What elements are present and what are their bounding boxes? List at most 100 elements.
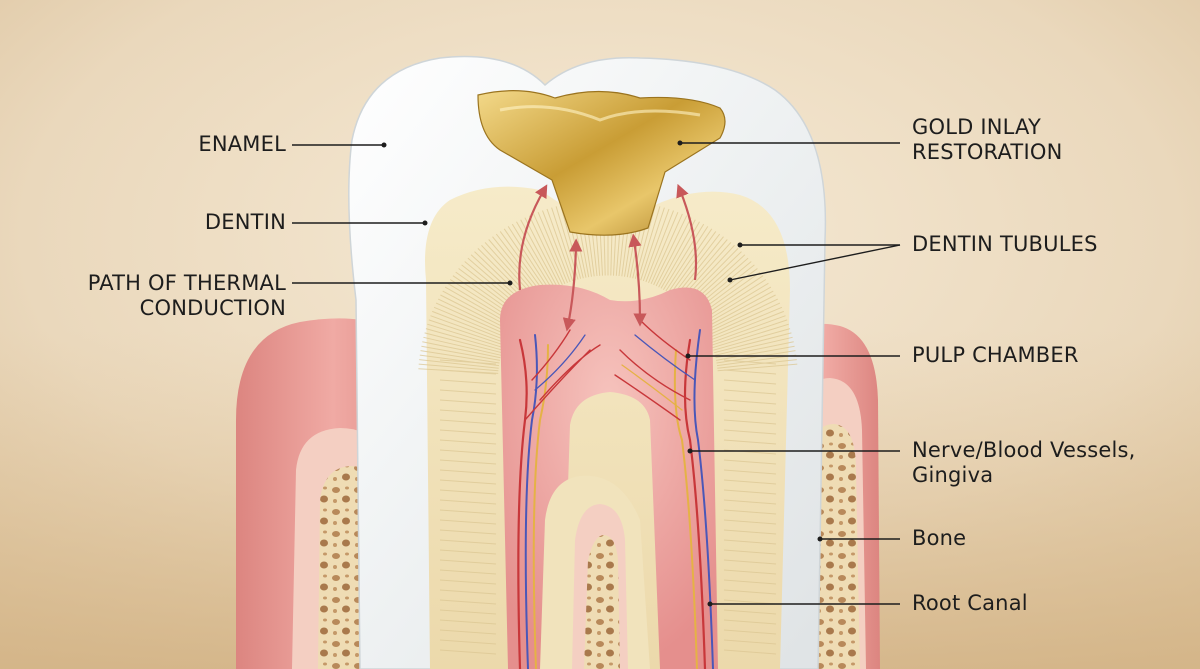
dentin-tubule xyxy=(439,399,497,405)
dentin-tubule xyxy=(528,215,563,286)
gold-inlay xyxy=(477,90,726,236)
dentin-tubule xyxy=(422,341,501,359)
dentin-tubule xyxy=(723,619,777,625)
label-thermal-conduction: PATH OF THERMAL CONDUCTION xyxy=(88,271,286,321)
dentin-tubule xyxy=(702,286,772,327)
dentin-tubule xyxy=(711,319,788,346)
dentin-tubule xyxy=(723,499,777,505)
dentin-tubule xyxy=(669,231,717,295)
dentin-tubule xyxy=(421,345,500,361)
dentin-tubule xyxy=(439,449,497,455)
label-enamel: ENAMEL xyxy=(198,132,286,157)
dentin-tubule xyxy=(425,328,503,351)
dentin-tubule xyxy=(723,459,777,465)
dentin-tubule xyxy=(435,302,509,336)
dentin-tubule xyxy=(428,319,505,346)
dentin-tubule xyxy=(723,419,777,425)
dentin-tubule xyxy=(439,529,497,535)
dentin-tubule xyxy=(708,306,783,339)
dentin-tubule xyxy=(648,212,679,283)
leader-dots xyxy=(381,140,823,607)
label-bone: Bone xyxy=(912,526,966,551)
dentin-tubule xyxy=(439,419,497,425)
dentin-tubule xyxy=(439,499,497,505)
label-nerve-vessels: Nerve/Blood Vessels, Gingiva xyxy=(912,438,1136,488)
dentin-tubule xyxy=(716,354,797,367)
dentin-tubule xyxy=(437,298,510,334)
dentin-tubule xyxy=(537,212,568,283)
dentin-tubule xyxy=(716,345,795,361)
dentin-tubule xyxy=(723,389,777,395)
dentin-tubule xyxy=(439,489,497,495)
dentin-tubule xyxy=(439,589,497,595)
label-canal-text: Root Canal xyxy=(912,591,1028,615)
dentin-tubule xyxy=(645,210,674,283)
dentin-tubule xyxy=(418,363,499,372)
label-thermal-line2: CONDUCTION xyxy=(139,296,286,320)
label-dentin-text: DENTIN xyxy=(204,210,286,234)
dentin-tubule xyxy=(655,217,692,287)
dentin-tubule xyxy=(439,359,497,365)
dentin-tubule xyxy=(524,217,561,287)
dentin-tubule xyxy=(723,579,777,585)
thermal-arrows xyxy=(518,183,698,332)
dentin-tubule xyxy=(653,215,688,286)
dentin-tubule xyxy=(704,294,776,332)
label-nerve-line2: Gingiva xyxy=(912,463,994,487)
dentin-tubule xyxy=(439,599,497,605)
label-dentin-tubules: DENTIN TUBULES xyxy=(912,232,1098,257)
dentin-tubule xyxy=(420,350,500,364)
dentin-tubule xyxy=(439,379,497,385)
dentin-tubule xyxy=(707,302,781,336)
label-enamel-text: ENAMEL xyxy=(198,132,286,156)
dentin-tubule xyxy=(723,359,777,365)
label-root-canal: Root Canal xyxy=(912,591,1028,616)
dentin-tubule xyxy=(507,226,551,292)
dentin-tubule xyxy=(723,469,777,475)
dentin-tubule xyxy=(533,213,566,285)
dentin-tubule xyxy=(723,379,777,385)
dentin-tubule xyxy=(439,609,497,615)
dentin-tubule xyxy=(419,359,499,369)
dentin-tubule xyxy=(499,231,547,295)
dentin-tubule xyxy=(715,341,794,359)
label-thermal-line1: PATH OF THERMAL xyxy=(87,271,286,295)
dentin-tubule xyxy=(723,509,777,515)
dentin-tubule xyxy=(723,399,777,405)
dentin-tubule xyxy=(642,208,670,282)
label-pulp-text: PULP CHAMBER xyxy=(912,343,1079,367)
label-gold-line2: RESTORATION xyxy=(912,140,1063,164)
dentin-tubule xyxy=(665,226,709,292)
dentin-tubule xyxy=(700,282,769,325)
label-tubules-text: DENTIN TUBULES xyxy=(912,232,1098,256)
leader-lines xyxy=(292,142,901,605)
dentin-tubule xyxy=(439,649,497,655)
dentin-tubule xyxy=(439,509,497,515)
dentin-tubule xyxy=(712,323,789,349)
dentin-tubule xyxy=(516,221,556,289)
dentin-tubule xyxy=(424,332,502,354)
dentin-tubule xyxy=(723,429,777,435)
dentin-tubule xyxy=(674,236,724,298)
dentin-tubule xyxy=(714,332,792,354)
dentin-tubule xyxy=(439,439,497,445)
dentin-tubule xyxy=(709,310,784,341)
label-gold-inlay: GOLD INLAY RESTORATION xyxy=(912,115,1062,165)
dentin-tubule xyxy=(439,409,497,415)
dentin-tubule xyxy=(723,629,777,635)
dentin-tubule xyxy=(703,290,774,329)
pulp-chamber xyxy=(500,284,718,669)
label-nerve-line1: Nerve/Blood Vessels, xyxy=(912,438,1136,462)
dentin-tubule xyxy=(662,223,705,290)
dentin-tubule xyxy=(440,294,512,332)
dentin-tubule xyxy=(650,213,683,285)
dentin-tubule xyxy=(439,389,497,395)
dentin-tubule xyxy=(439,519,497,525)
label-pulp-chamber: PULP CHAMBER xyxy=(912,343,1079,368)
dentin-tubule xyxy=(717,359,797,369)
dentin-tubule xyxy=(723,489,777,495)
dentin-tubule xyxy=(717,363,798,372)
dentin-tubule xyxy=(723,589,777,595)
